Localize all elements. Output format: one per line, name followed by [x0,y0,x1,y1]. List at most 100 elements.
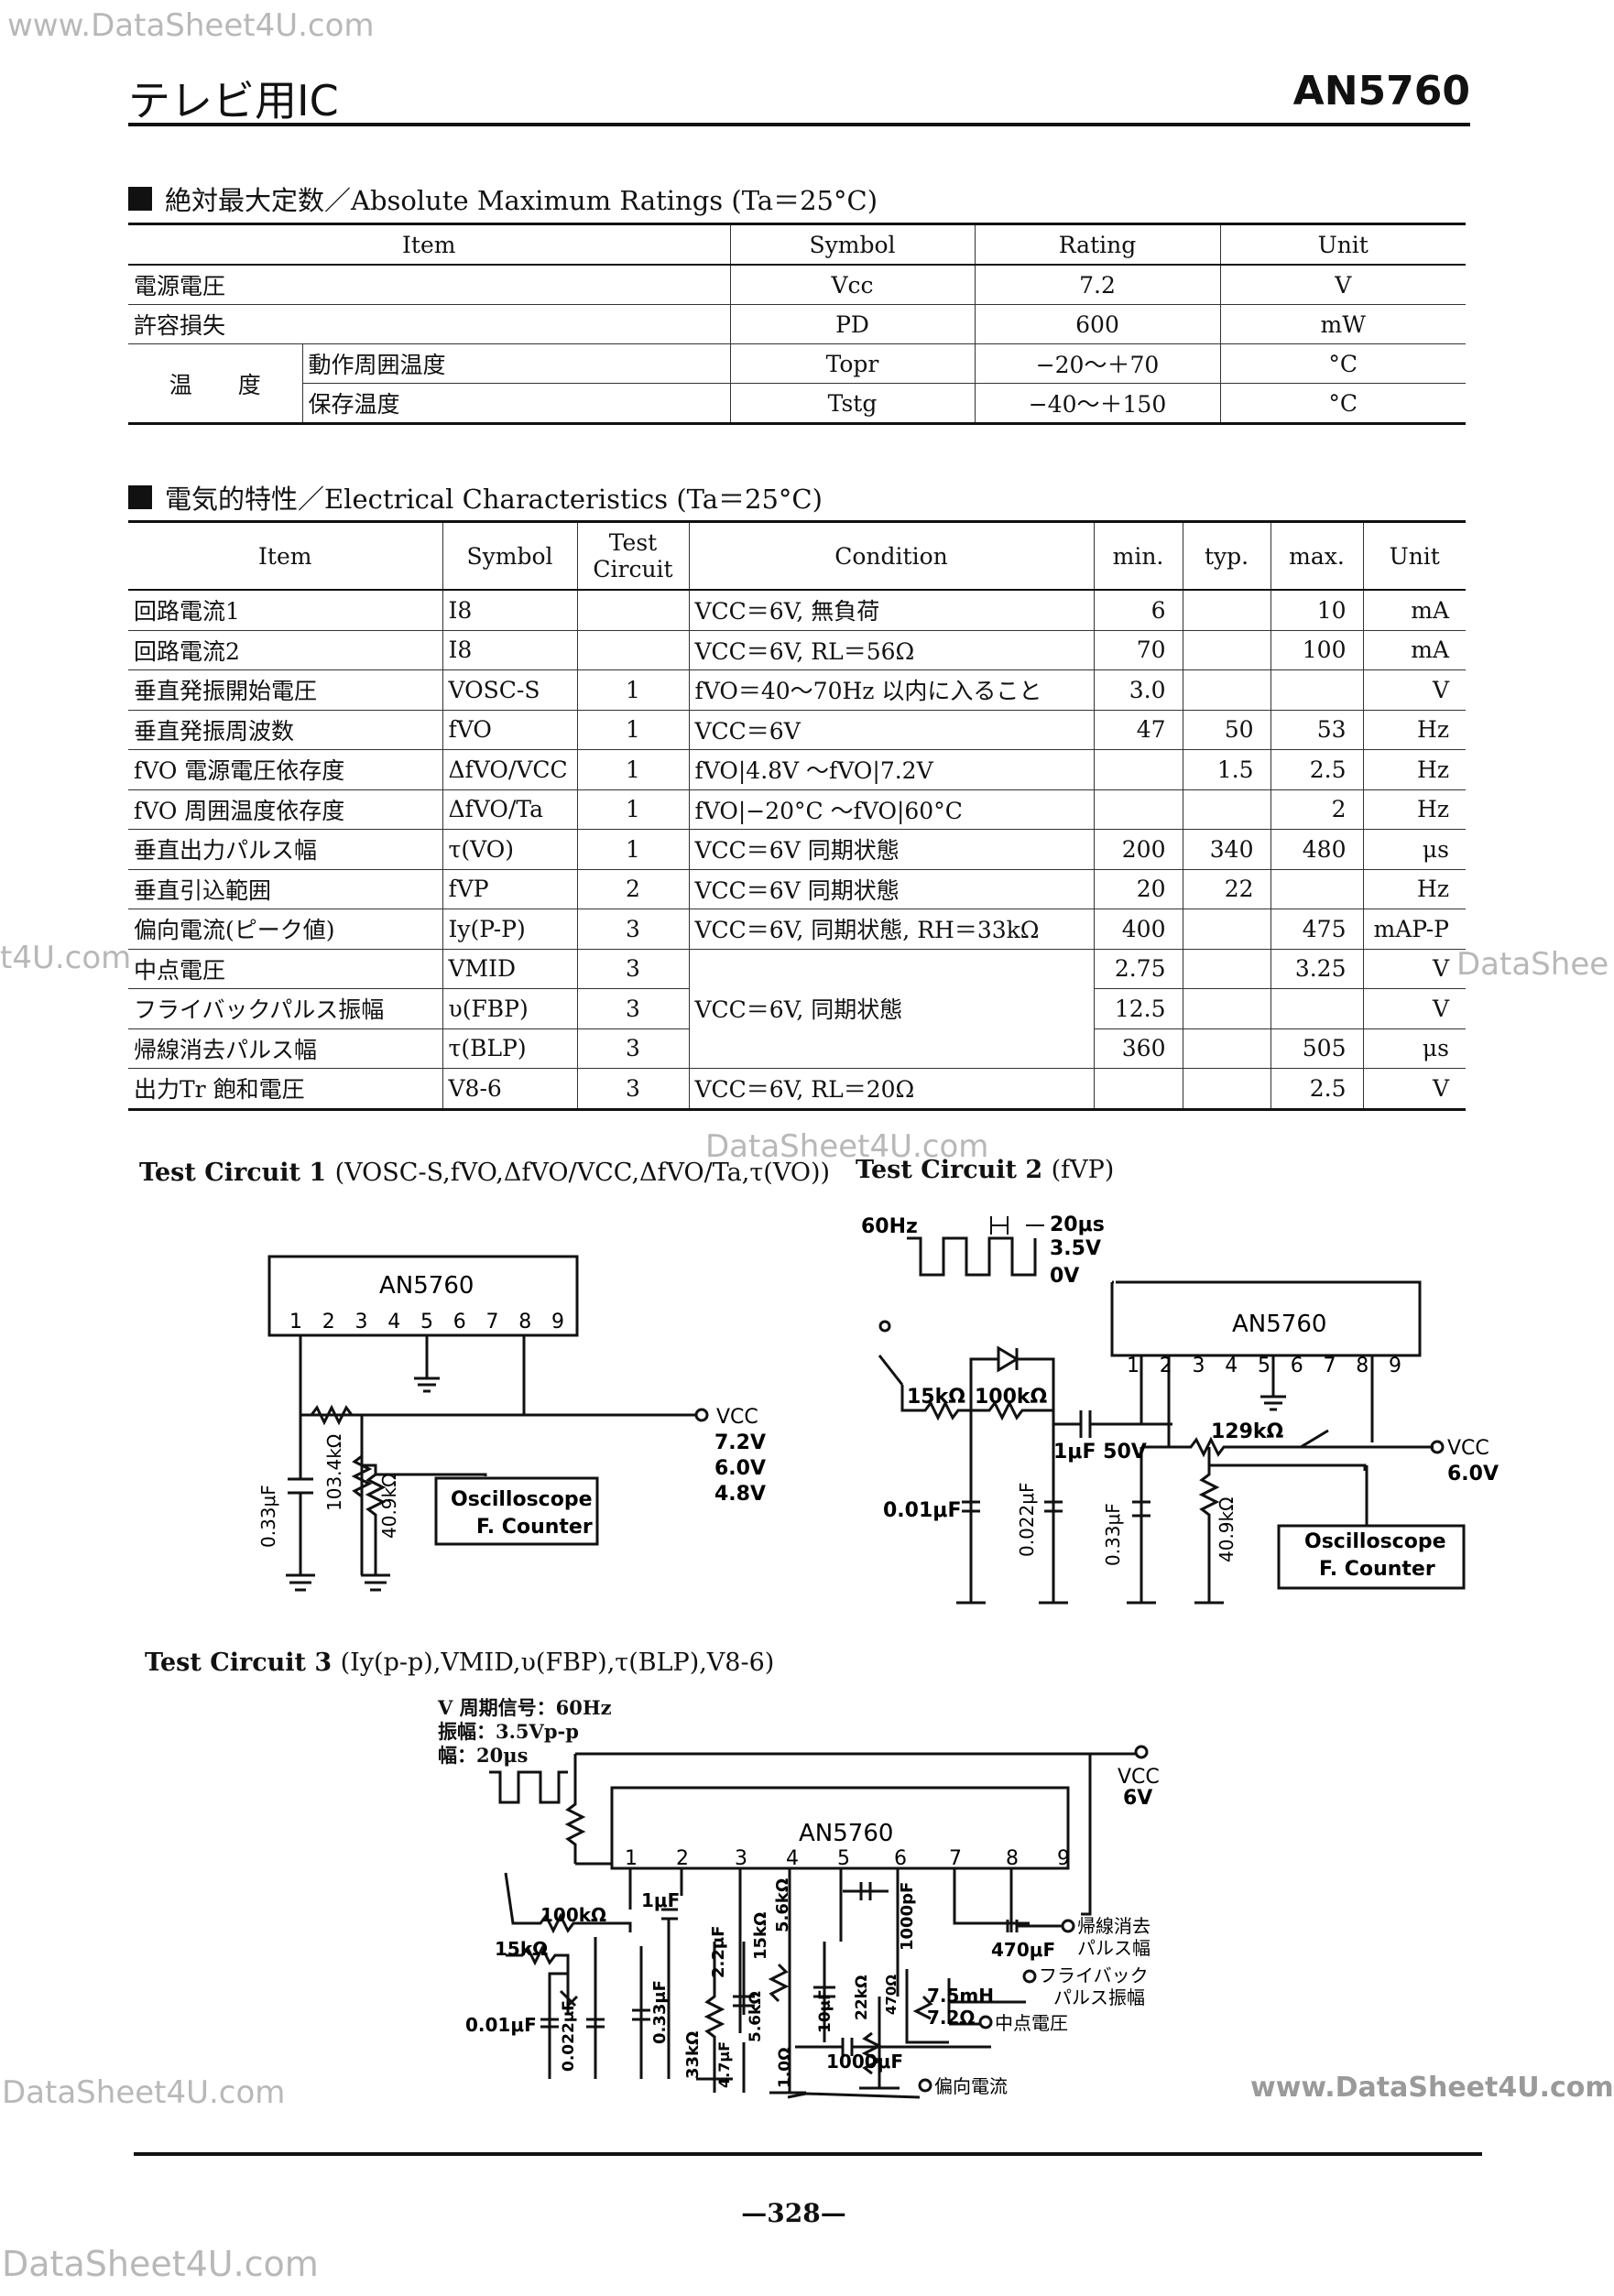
cell-cond: VCC＝6V, 同期状態 [688,949,1094,1069]
watermark-top: www.DataSheet4U.com [7,7,375,44]
cell-item: 出力Tr 飽和電圧 [128,1068,442,1111]
cell-symbol: fVO [442,710,577,750]
cell-unit: mAP-P [1362,909,1466,950]
cell-typ: 1.5 [1182,749,1270,790]
cell-item: 保存温度 [301,383,730,425]
cell-unit: V [1362,988,1466,1029]
tc1-ic-label: AN5760 [379,1272,474,1300]
cell-min: 200 [1093,829,1183,870]
cell-tc: 1 [576,789,689,830]
cell-item: 帰線消去パルス幅 [128,1028,442,1069]
cell-unit: V [1219,265,1466,305]
tc3-pin-4: 4 [786,1847,799,1870]
cell-symbol: υ(FBP) [442,988,577,1029]
cell-max: 3.25 [1270,949,1363,989]
cell-symbol: I8 [442,590,577,631]
tc3-sig3: 幅：20μs [438,1744,529,1767]
tc3-r33: 33kΩ [683,2031,703,2079]
tc3-c22: 2.2μF [709,1926,728,1978]
tc2-c001: 0.01μF [883,1499,962,1522]
cell-item: 回路電流2 [128,630,442,670]
cell-cond: VCC＝6V, 同期状態, RH＝33kΩ [688,909,1094,950]
cell-max: 100 [1270,630,1363,670]
tc1-cap: 0.33μF [257,1485,279,1548]
table-row: 保存温度 Tstg −40〜＋150 °C [128,383,1466,425]
cell-symbol: ΔfVO/VCC [442,749,577,790]
page-header-part: AN5760 [1292,68,1470,114]
tc3-title: Test Circuit 3 (Iy(p-p),VMID,υ(FBP),τ(BL… [145,1649,774,1677]
tc2-title: Test Circuit 2 (fVP) [856,1156,1114,1184]
cell-symbol: Topr [729,343,975,384]
cell-symbol: I8 [442,630,577,670]
tc1-vcc: VCC [716,1406,758,1429]
watermark-footer: DataSheet4U.com [2,2244,319,2284]
tc3-ic-body [610,1786,1070,1870]
cell-symbol: τ(VO) [442,829,577,870]
cell-unit: mA [1362,590,1466,631]
tc1-params: (VOSC-S,fVO,ΔfVO/VCC,ΔfVO/Ta,τ(VO)) [334,1159,831,1187]
cell-item: 電源電圧 [128,265,730,305]
tc2-scope-2: F. Counter [1319,1558,1435,1581]
tc3-pin-7: 7 [949,1847,962,1870]
tc3-c1: 1μF [641,1889,680,1911]
cell-max: 2 [1270,789,1363,830]
tc3-out3: 中点電圧 [995,2012,1068,2034]
table-row: 許容損失 PD 600 mW [128,304,1466,344]
cell-max: 2.5 [1270,749,1363,790]
col-unit: Unit [1362,520,1466,591]
cell-min: 2.75 [1093,949,1183,989]
tc3-r15: 15kΩ [495,1938,548,1960]
cell-tc: 3 [576,1028,689,1069]
cell-typ [1182,1068,1270,1111]
cell-tc: 1 [576,829,689,870]
tc2-width: 20μs [1050,1213,1105,1236]
cell-item: fVO 周囲温度依存度 [128,789,442,830]
tc3-params: (Iy(p-p),VMID,υ(FBP),τ(BLP),V8-6) [340,1649,775,1677]
cell-min: 3.0 [1093,669,1183,711]
square-bullet-icon [128,187,152,211]
cell-tc: 3 [576,988,689,1029]
cell-cond: VCC＝6V, RL＝56Ω [688,630,1094,670]
cell-min [1093,1068,1183,1111]
cell-item: 垂直引込範囲 [128,869,442,909]
tc3-out2a: フライバック [1039,1964,1149,1986]
tc3-out1a: 帰線消去 [1077,1915,1151,1937]
cell-max: 2.5 [1270,1068,1363,1111]
cell-item: 垂直出力パルス幅 [128,829,442,870]
tc3-c033: 0.33μF [650,1980,670,2044]
cell-max [1270,669,1363,711]
cell-rating: 7.2 [974,265,1220,305]
watermark-left-mid: t4U.com [0,940,132,976]
cell-tc: 1 [576,749,689,790]
cell-max: 10 [1270,590,1363,631]
table-row: 電源電圧 Vcc 7.2 V [128,265,1466,305]
cell-tc: 1 [576,669,689,711]
watermark-right-mid: DataShee [1456,946,1609,983]
cell-symbol: τ(BLP) [442,1028,577,1069]
cell-cond: VCC＝6V, RL＝20Ω [688,1068,1094,1111]
watermark-bottom-left: DataSheet4U.com [2,2074,286,2111]
tc1-v3: 4.8V [714,1483,766,1506]
cell-unit: μs [1362,829,1466,870]
abs-max-heading: 絶対最大定数／Absolute Maximum Ratings (Ta＝25°C… [128,180,878,218]
tc3-c47: 4.7μF [715,2041,733,2088]
tc3-c0022: 0.022μF [560,2000,578,2072]
cell-cond: fVO|4.8V 〜fVO|7.2V [688,749,1094,790]
cell-cond: VCC＝6V, 無負荷 [688,590,1094,631]
cell-min [1093,749,1183,790]
col-item: Item [128,223,730,266]
cell-tc [576,590,689,631]
col-item: Item [128,520,442,591]
abs-max-table: Item Symbol Rating Unit 電源電圧 Vcc 7.2 V 許… [128,223,1466,425]
tc3-rl: 7.2Ω [927,2007,975,2029]
